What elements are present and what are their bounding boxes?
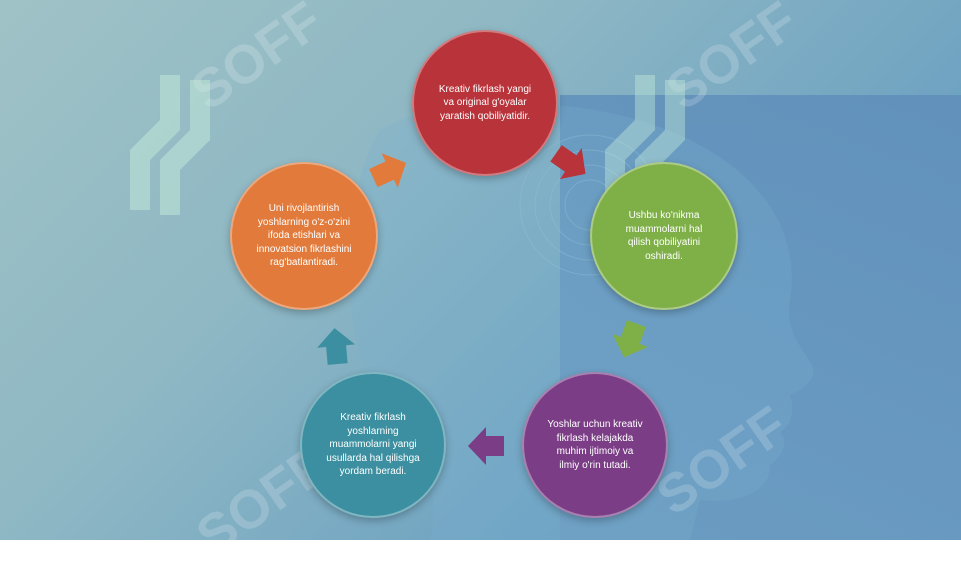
cycle-node-orange: Uni rivojlantirish yoshlarning o'z-o'zin… [230,162,378,310]
cycle-node-text: Yoshlar uchun kreativ fikrlash kelajakda… [547,419,643,471]
cycle-node-text: Ushbu ko'nikma muammolarni hal qilish qo… [625,210,703,262]
arrow-purple-to-teal-icon [468,427,504,465]
arrow-orange-to-red-icon [369,153,406,188]
cycle-node-text: Uni rivojlantirish yoshlarning o'z-o'zin… [256,203,352,269]
cycle-node-green: Ushbu ko'nikma muammolarni hal qilish qo… [590,162,738,310]
cycle-node-teal: Kreativ fikrlash yoshlarning muammolarni… [300,372,446,518]
cycle-node-red: Kreativ fikrlash yangi va original g'oya… [412,30,558,176]
arrow-green-to-purple-icon [612,320,649,358]
cycle-node-text: Kreativ fikrlash yoshlarning muammolarni… [326,412,420,478]
arrow-red-to-green-icon [550,145,586,180]
cycle-node-text: Kreativ fikrlash yangi va original g'oya… [438,83,532,122]
arrow-teal-to-orange-icon [317,328,356,365]
cycle-node-purple: Yoshlar uchun kreativ fikrlash kelajakda… [522,372,668,518]
watermark-logo-icon [130,75,210,215]
